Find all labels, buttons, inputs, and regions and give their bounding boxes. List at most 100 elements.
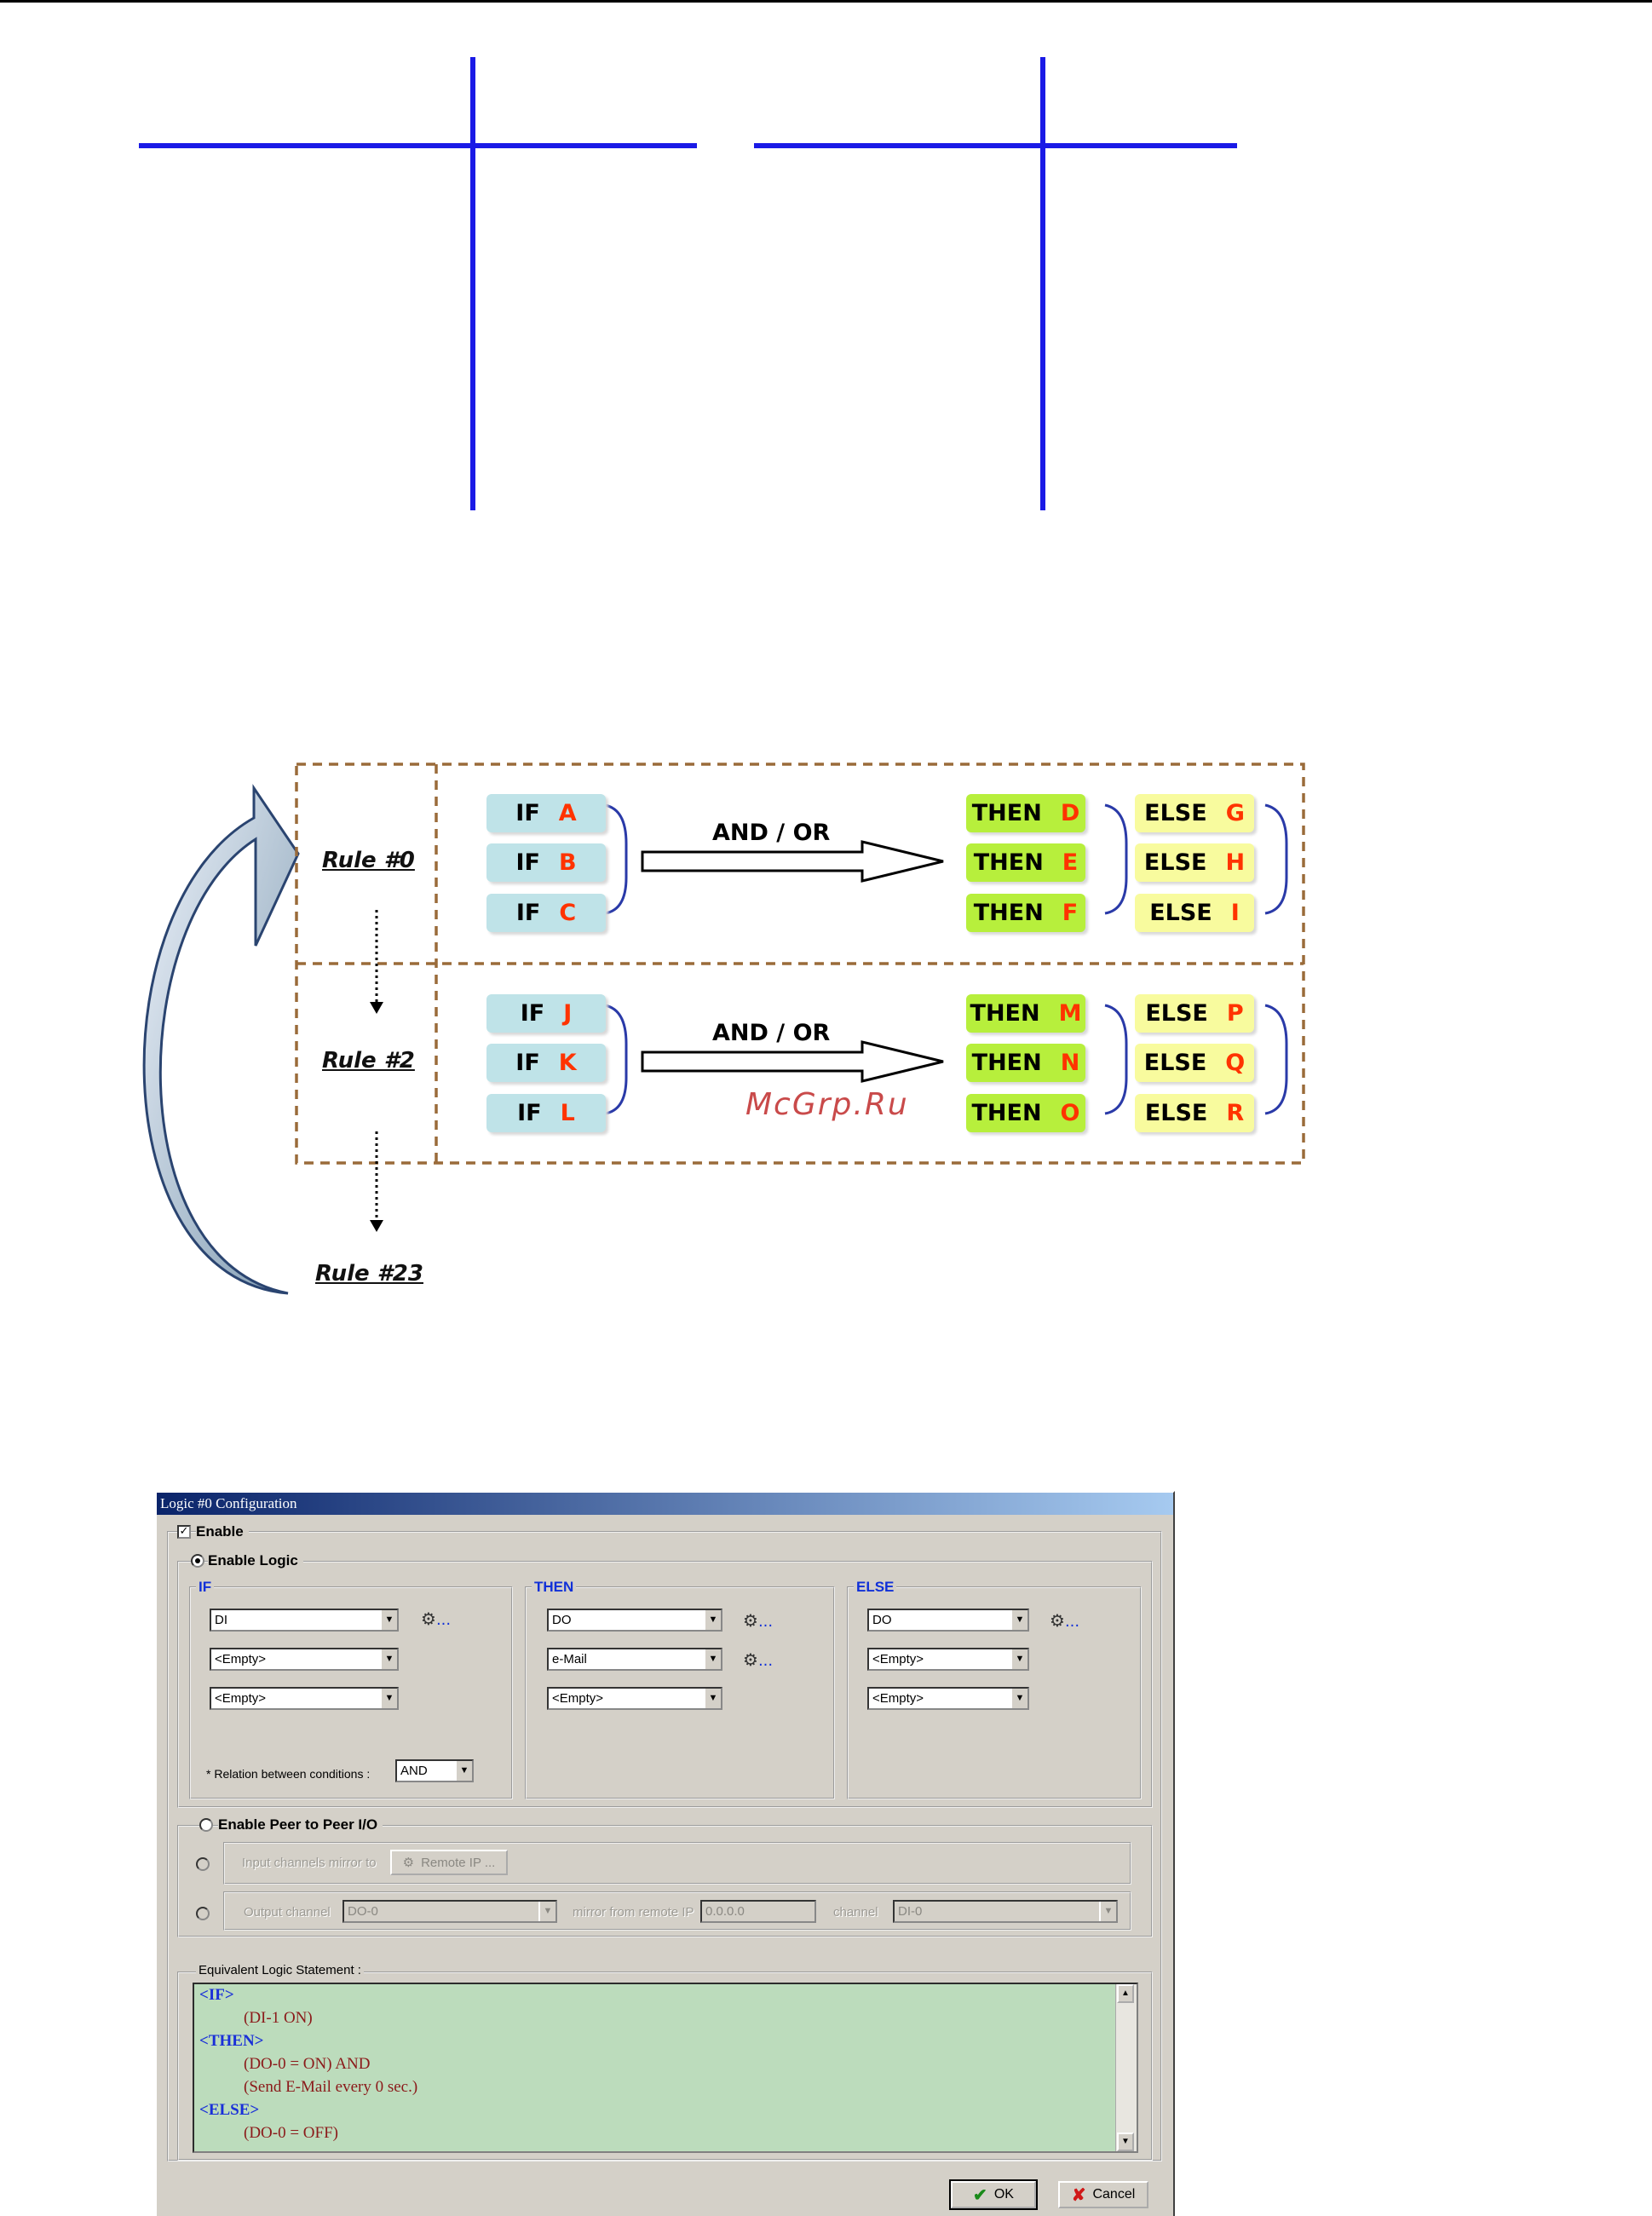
rule-diagram-graphics	[142, 763, 1305, 1295]
grid-v-right	[1040, 57, 1045, 510]
enable-logic-label: Enable Logic	[208, 1552, 303, 1569]
stmt-line-then: <THEN>	[199, 2032, 264, 2050]
stmt-line-else-val: (DO-0 = OFF)	[244, 2124, 338, 2142]
else-combo-1[interactable]: DO▼	[867, 1609, 1029, 1632]
chevron-down-icon: ▼	[380, 1610, 397, 1630]
if-group-title: IF	[196, 1579, 215, 1596]
stmt-line-then-val-2: (Send E-Mail every 0 sec.)	[244, 2078, 418, 2096]
check-icon: ✔	[973, 2185, 987, 2205]
enable-group	[167, 1531, 1162, 2161]
input-mirror-row	[223, 1842, 1131, 1885]
settings-tool-icon: ⚙	[1050, 1610, 1065, 1631]
chevron-down-icon: ▼	[704, 1649, 721, 1669]
if-combo-1[interactable]: DI▼	[210, 1609, 399, 1632]
output-channel-label: Output channel	[244, 1905, 331, 1920]
and-or-arrow-1	[641, 840, 944, 883]
chevron-down-icon: ▼	[455, 1761, 472, 1781]
enable-logic-radio[interactable]	[191, 1554, 204, 1568]
peer-label: Enable Peer to Peer I/O	[218, 1816, 383, 1833]
output-channel-row	[223, 1891, 1131, 1931]
chevron-down-icon: ▼	[380, 1649, 397, 1669]
enable-checkbox[interactable]: ✓	[177, 1525, 191, 1539]
remote-ip-button[interactable]: ⚙Remote IP ...	[390, 1850, 508, 1875]
channel-combo[interactable]: DI-0▼	[893, 1900, 1118, 1923]
output-channel-radio[interactable]	[196, 1907, 210, 1920]
if-combo-2[interactable]: <Empty>▼	[210, 1648, 399, 1671]
chevron-down-icon: ▼	[1010, 1689, 1027, 1708]
close-icon: ✘	[1071, 2185, 1086, 2205]
settings-tool-icon: ⚙	[743, 1649, 758, 1670]
dialog-title: Logic #0 Configuration	[157, 1493, 1173, 1515]
logic-config-dialog: Logic #0 Configuration ✓ Enable Enable L…	[155, 1491, 1175, 2216]
top-border	[0, 0, 1652, 3]
enable-logic-group	[177, 1561, 1153, 1808]
enable-label: Enable	[196, 1523, 249, 1540]
settings-tool-icon: ⚙	[743, 1610, 758, 1631]
else-combo-3[interactable]: <Empty>▼	[867, 1687, 1029, 1710]
statement-group	[177, 1971, 1153, 2161]
statement-box[interactable]: <IF> (DI-1 ON) <THEN> (DO-0 = ON) AND (S…	[193, 1983, 1138, 2153]
chevron-down-icon: ▼	[538, 1902, 555, 1921]
stmt-line-if-val: (DI-1 ON)	[244, 2009, 313, 2027]
peer-radio[interactable]	[199, 1818, 213, 1832]
chevron-down-icon: ▼	[1099, 1902, 1116, 1921]
rule-23-label: Rule #23	[315, 1261, 423, 1286]
rule-2-label: Rule #2	[322, 1048, 415, 1073]
chevron-down-icon: ▼	[704, 1689, 721, 1708]
chevron-down-icon: ▼	[1010, 1610, 1027, 1630]
relation-combo[interactable]: AND▼	[395, 1759, 474, 1782]
then-combo-2[interactable]: e-Mail▼	[547, 1648, 722, 1671]
then-combo-3[interactable]: <Empty>▼	[547, 1687, 722, 1710]
then-settings-button-1[interactable]: ⚙...	[743, 1610, 774, 1631]
ok-button[interactable]: ✔OK	[949, 2179, 1038, 2210]
input-mirror-label: Input channels mirror to	[242, 1856, 377, 1870]
if-group	[189, 1586, 513, 1799]
peer-group	[177, 1825, 1153, 1937]
if-settings-button[interactable]: ⚙...	[421, 1609, 452, 1629]
rule-0-label: Rule #0	[322, 848, 415, 873]
input-mirror-radio[interactable]	[196, 1857, 210, 1871]
else-combo-2[interactable]: <Empty>▼	[867, 1648, 1029, 1671]
scroll-down-icon[interactable]: ▼	[1117, 2133, 1134, 2151]
watermark: McGrp.Ru	[745, 1087, 909, 1122]
stmt-line-if: <IF>	[199, 1986, 234, 2004]
stmt-line-else: <ELSE>	[199, 2101, 260, 2119]
then-combo-1[interactable]: DO▼	[547, 1609, 722, 1632]
rule-0-connector: AND / OR	[712, 820, 831, 846]
then-group-title: THEN	[532, 1579, 577, 1596]
scroll-up-icon[interactable]: ▲	[1117, 1984, 1134, 2003]
else-settings-button[interactable]: ⚙...	[1050, 1610, 1080, 1631]
settings-tool-icon: ⚙	[402, 1856, 415, 1870]
chevron-down-icon: ▼	[380, 1689, 397, 1708]
cancel-button[interactable]: ✘Cancel	[1058, 2181, 1148, 2208]
output-channel-combo[interactable]: DO-0▼	[342, 1900, 557, 1923]
statement-scrollbar[interactable]: ▲ ▼	[1115, 1984, 1137, 2151]
settings-tool-icon: ⚙	[421, 1609, 436, 1629]
if-combo-3[interactable]: <Empty>▼	[210, 1687, 399, 1710]
else-group	[847, 1586, 1142, 1799]
stmt-line-then-val-1: (DO-0 = ON) AND	[244, 2055, 371, 2073]
remote-ip-field[interactable]: 0.0.0.0	[700, 1900, 816, 1923]
then-settings-button-2[interactable]: ⚙...	[743, 1649, 774, 1670]
grid-h-right	[754, 143, 1237, 148]
else-group-title: ELSE	[854, 1579, 897, 1596]
chevron-down-icon: ▼	[704, 1610, 721, 1630]
mirror-from-label: mirror from remote IP	[573, 1905, 694, 1920]
rule-2-connector: AND / OR	[712, 1020, 831, 1046]
